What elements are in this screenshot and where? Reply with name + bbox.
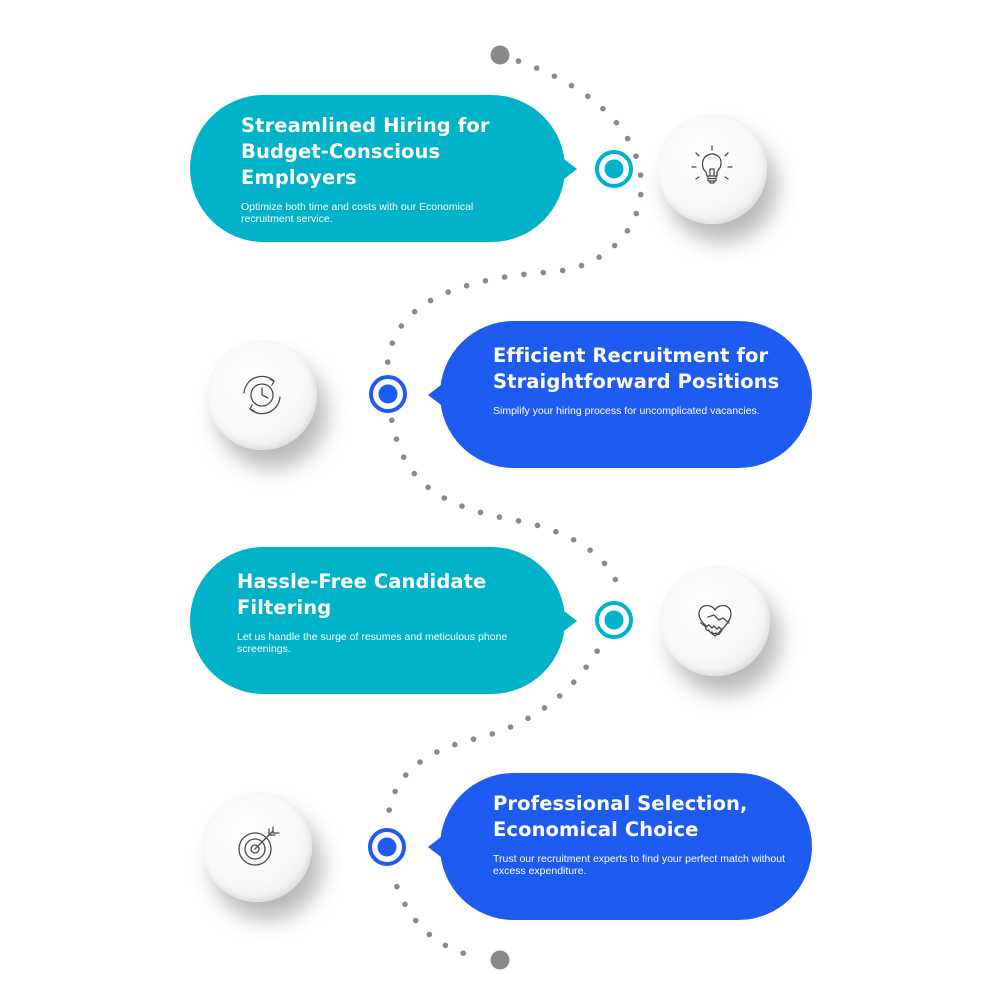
step-1-card: Streamlined Hiring for Budget-Conscious … (190, 95, 577, 242)
path-end-dot (490, 950, 510, 970)
path-dot (402, 772, 409, 778)
step-3-title: Hassle-Free Candidate Filtering (237, 570, 487, 619)
path-dot (426, 931, 433, 938)
path-dot (412, 917, 419, 924)
path-dot (460, 950, 467, 956)
path-dot (515, 58, 522, 64)
step-2-pointer (428, 384, 441, 405)
step-2-description: Simplify your hiring process for uncompl… (493, 405, 760, 417)
step-4-pointer (428, 836, 441, 857)
step-2-marker (369, 375, 407, 413)
path-dot (570, 679, 577, 685)
step-1-title: Streamlined Hiring for Budget-Conscious … (241, 114, 490, 189)
step-2-title: Efficient Recruitment for Straightforwar… (493, 344, 780, 393)
path-dot (496, 514, 503, 520)
path-dot (624, 228, 631, 234)
step-4-description: Trust our recruitment experts to find yo… (493, 853, 785, 877)
path-dot (417, 759, 423, 765)
step-1-description: Optimize both time and costs with our Ec… (241, 201, 474, 225)
path-dot (389, 417, 395, 424)
path-dot (578, 262, 585, 269)
path-dot (521, 271, 527, 278)
path-dot (559, 267, 566, 274)
path-dot (638, 191, 644, 198)
path-dot (507, 724, 514, 730)
path-dot (515, 518, 522, 524)
path-dot (441, 495, 448, 501)
path-dot (601, 560, 608, 567)
path-dot (583, 664, 589, 670)
path-dot (551, 73, 558, 79)
path-dot (568, 82, 575, 89)
step-4-marker (368, 828, 406, 866)
path-dot (434, 749, 440, 755)
path-dot (393, 436, 400, 442)
path-dot (553, 528, 559, 535)
step-3-card: Hassle-Free Candidate Filtering Let us h… (190, 547, 577, 694)
path-dot (600, 105, 606, 112)
path-dot (534, 522, 541, 529)
path-dot (501, 274, 508, 280)
step-2-card: Efficient Recruitment for Straightforwar… (428, 321, 812, 468)
path-dot (556, 693, 563, 699)
path-dot (459, 503, 465, 510)
step-4-title: Professional Selection, Economical Choic… (493, 792, 748, 841)
path-dot (594, 648, 600, 654)
step-3-description: Let us handle the surge of resumes and m… (237, 631, 508, 655)
path-dot (570, 537, 577, 543)
path-dot (384, 359, 391, 365)
path-dot (394, 883, 400, 890)
target-arrow-icon (238, 826, 280, 866)
path-dot (612, 576, 619, 583)
step-3-icon-circle (660, 566, 770, 676)
path-dot (611, 242, 618, 249)
step-2-icon-circle (207, 340, 317, 450)
path-dot (389, 340, 396, 347)
step-1-icon-circle (657, 114, 767, 224)
path-dot (411, 308, 418, 315)
path-dot (400, 454, 407, 461)
path-dot (482, 278, 489, 284)
path-dot (386, 807, 393, 813)
step-1-marker (595, 150, 633, 188)
path-dot (540, 269, 547, 276)
path-dot (541, 705, 548, 711)
path-dot (525, 715, 531, 722)
path-dot (633, 153, 639, 159)
step-3-marker (595, 601, 633, 639)
path-dot (427, 297, 434, 304)
path-dot (392, 788, 399, 795)
path-dot (411, 470, 418, 477)
path-dot (489, 731, 496, 737)
path-dot (402, 901, 408, 908)
path-dot (452, 741, 458, 748)
path-dot (425, 484, 431, 491)
path-dot (442, 942, 449, 949)
path-dot (533, 65, 540, 71)
step-4-card: Professional Selection, Economical Choic… (428, 773, 812, 920)
path-start-dot (490, 45, 510, 65)
lightbulb-icon (691, 145, 733, 184)
path-dot (477, 509, 484, 516)
step-1-pointer (564, 158, 577, 179)
path-dot (470, 736, 477, 742)
step-4-icon-circle (202, 792, 312, 902)
path-dot (463, 282, 470, 289)
path-dot (596, 254, 602, 260)
handshake-heart-icon (698, 604, 732, 637)
path-dot (624, 135, 631, 142)
clock-refresh-icon (243, 375, 281, 415)
path-dot (398, 323, 405, 329)
path-dot (445, 289, 452, 295)
path-dot (637, 172, 644, 178)
path-dot (613, 119, 620, 126)
step-3-pointer (564, 610, 577, 631)
path-dot (587, 547, 593, 553)
path-dot (585, 93, 591, 100)
path-dot (633, 210, 640, 217)
